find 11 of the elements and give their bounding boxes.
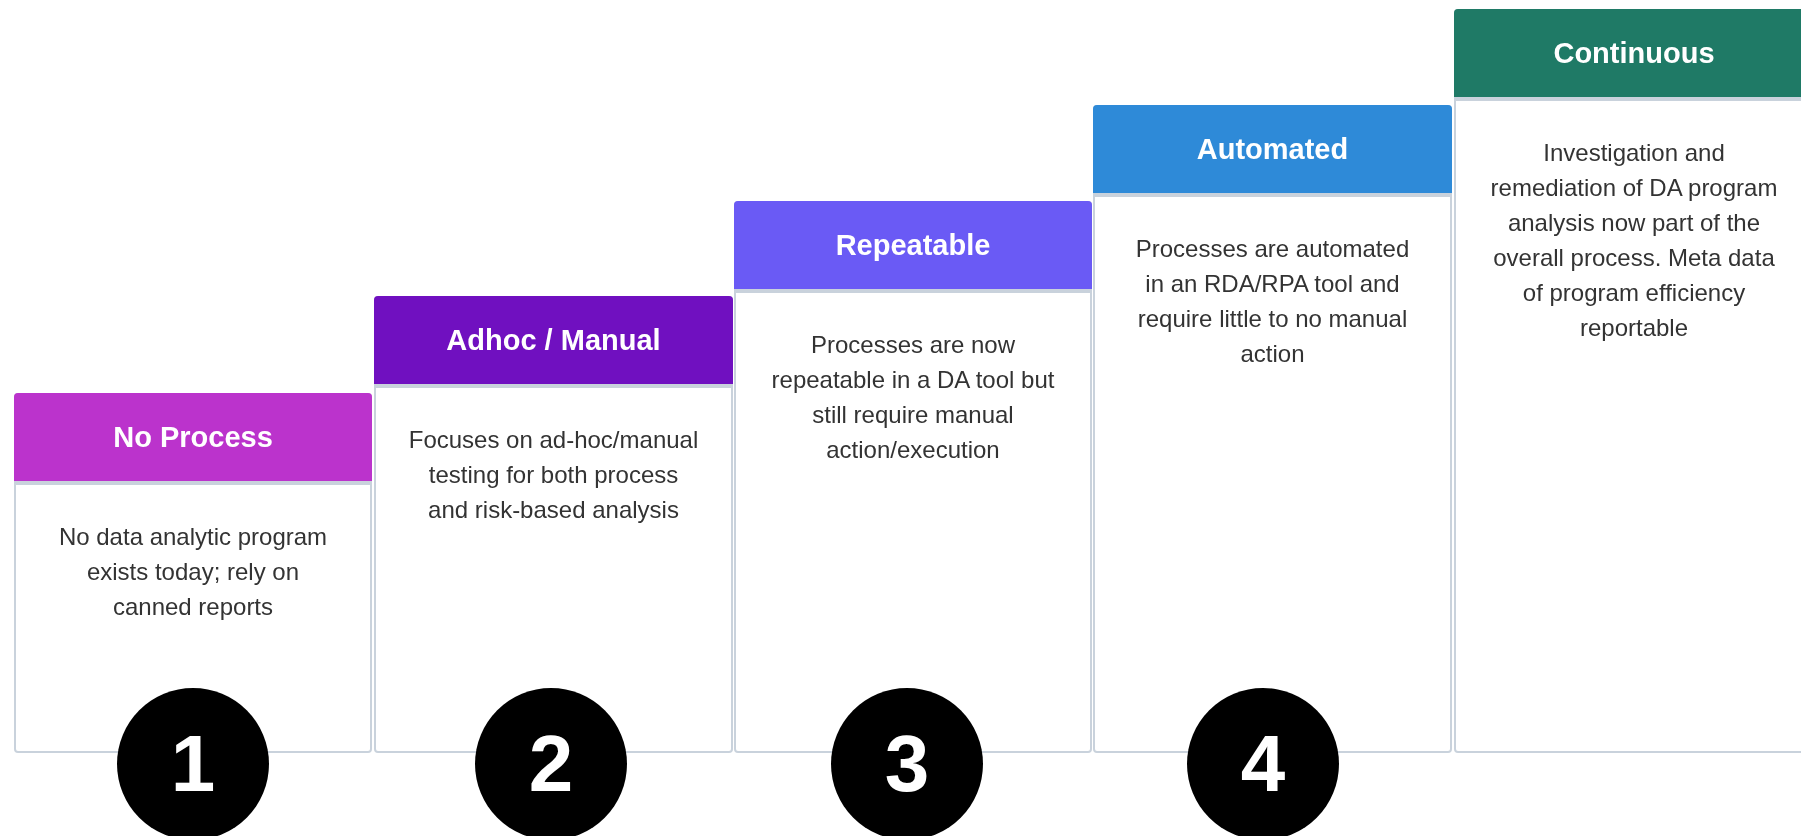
stage-header: Repeatable — [734, 201, 1092, 293]
stage-description: Investigation and remediation of DA program analysis now part of the overall process. Meta data of program efficiency reportable — [1489, 138, 1779, 343]
stage-header: Automated — [1093, 105, 1452, 197]
stage-card — [1454, 9, 1801, 753]
stage-description: Focuses on ad-hoc/manual testing for both process and risk-based analysis — [407, 425, 700, 525]
stage-header: No Process — [14, 393, 372, 485]
stage-description: Processes are now repeatable in a DA tool but still require manual action/execution — [770, 330, 1056, 465]
stage-description: No data analytic program exists today; rely on canned reports — [57, 522, 329, 622]
stage-header: Continuous — [1454, 9, 1801, 101]
stage-header: Adhoc / Manual — [374, 296, 733, 388]
stage-description: Processes are automated in an RDA/RPA tool and require little to no manual action — [1134, 234, 1411, 369]
